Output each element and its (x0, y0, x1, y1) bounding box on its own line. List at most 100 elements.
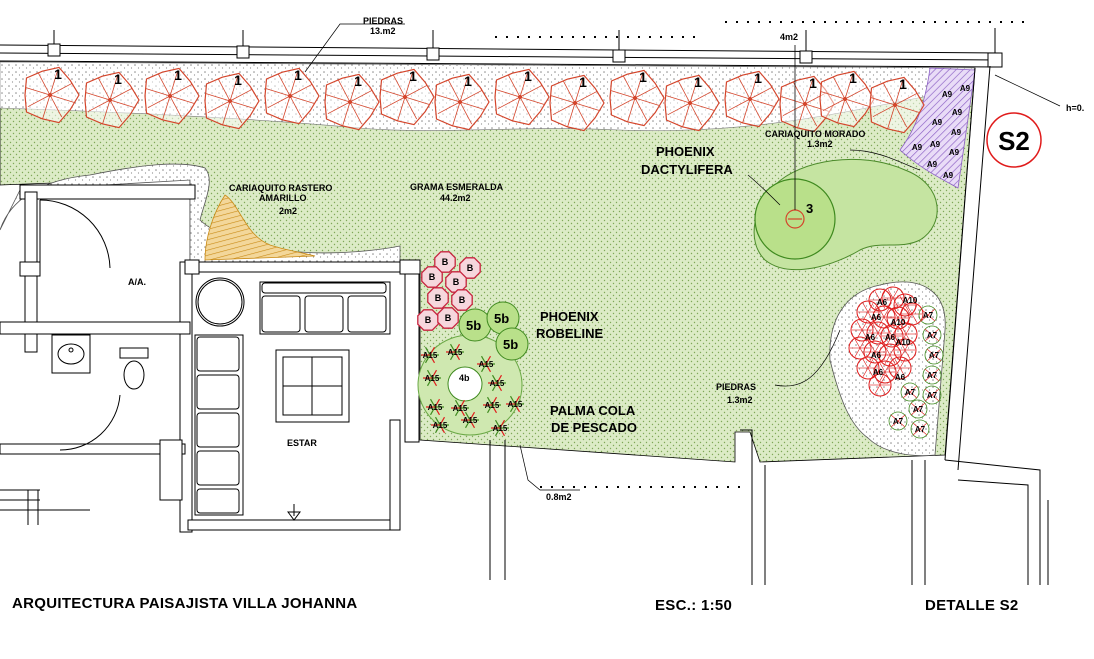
b-plant: B (417, 309, 439, 331)
a7-plant: A7 (900, 382, 920, 402)
tree-code: 1 (849, 70, 857, 86)
svg-text:DACTYLIFERA: DACTYLIFERA (641, 162, 733, 177)
a9-code: A9 (912, 143, 923, 152)
a15-code: A15 (479, 360, 494, 369)
a6-code: A6 (885, 333, 896, 342)
tree-symbol: 1 (549, 74, 605, 132)
tree-symbol: 1 (144, 67, 200, 125)
house-walls (0, 184, 421, 533)
a15-plant: A15 (488, 374, 506, 392)
a10-code: A10 (891, 318, 906, 327)
svg-text:4m2: 4m2 (780, 32, 798, 42)
a6-plant (881, 286, 905, 310)
tree-symbol: 1 (204, 72, 260, 130)
tree-code: 1 (234, 72, 242, 88)
svg-text:h=0.: h=0. (1066, 103, 1084, 113)
tree-code: 1 (524, 68, 532, 84)
a6-code: A6 (873, 368, 884, 377)
a9-code: A9 (952, 108, 963, 117)
a15-plant: A15 (477, 355, 495, 373)
a7-plant: A7 (908, 399, 928, 419)
b-plant: B (427, 287, 449, 309)
a7-plant: A7 (888, 411, 908, 431)
tree-symbol: 1 (264, 67, 320, 125)
b-plant: B (437, 307, 459, 329)
b-code: B (425, 315, 432, 325)
top-boundary-wall (0, 28, 1003, 68)
code-5b-b: 5b (494, 311, 509, 326)
cariaquito-rastero-bed (204, 194, 316, 261)
a15-code: A15 (453, 404, 468, 413)
a15-plant: A15 (426, 398, 444, 416)
a7-plant: A7 (918, 305, 938, 325)
b-code: B (429, 272, 436, 282)
b-code: B (442, 257, 449, 267)
a6-code: A6 (877, 298, 888, 307)
a9-code: A9 (943, 171, 954, 180)
a15-plant: A15 (491, 419, 509, 437)
tree-code: 1 (899, 76, 907, 92)
right-walls (489, 65, 1049, 585)
a7-plant: A7 (922, 325, 942, 345)
a15-plant: A15 (461, 411, 479, 429)
tree-code: 1 (809, 75, 817, 91)
tree-symbol: 1 (609, 69, 665, 127)
right-flower-cluster: A6A6A6A6A6A6A6A10A10A10A7A7A7A7A7A7A7A7A… (848, 286, 944, 439)
a10-code: A10 (903, 296, 918, 305)
b-plant: B (421, 266, 443, 288)
gravel-right-bed (829, 281, 946, 457)
leader-lines (304, 23, 1061, 491)
a15-code: A15 (433, 421, 448, 430)
tree-code: 1 (464, 73, 472, 89)
plan-labels: PIEDRAS 13.m2 4m2 h=0. CARIAQUITO MORADO… (128, 16, 1084, 502)
svg-text:ROBELINE: ROBELINE (536, 326, 604, 341)
svg-text:13.m2: 13.m2 (370, 26, 396, 36)
a9-code: A9 (927, 160, 938, 169)
tree-code: 1 (294, 67, 302, 83)
a15-code: A15 (485, 401, 500, 410)
a6-code: A6 (865, 333, 876, 342)
phoenix-dactylifera-palm: 3 (754, 45, 836, 260)
a15-code: A15 (448, 348, 463, 357)
a15-plant: A15 (423, 369, 441, 387)
a15-plant: A15 (483, 396, 501, 414)
a6-plant (856, 356, 880, 380)
estar-furniture (194, 277, 391, 521)
tree-symbol: 1 (24, 66, 80, 124)
svg-text:PIEDRAS: PIEDRAS (363, 16, 403, 26)
svg-text:44.2m2: 44.2m2 (440, 193, 471, 203)
tree-symbol: 1 (819, 70, 875, 128)
a6-code: A6 (871, 351, 882, 360)
svg-text:GRAMA ESMERALDA: GRAMA ESMERALDA (410, 182, 504, 192)
palm-code: 3 (806, 201, 813, 216)
a9-code: A9 (949, 148, 960, 157)
svg-text:ESTAR: ESTAR (287, 438, 317, 448)
svg-text:2m2: 2m2 (279, 206, 297, 216)
tree-symbol: 1 (869, 76, 925, 134)
svg-text:CARIAQUITO MORADO: CARIAQUITO MORADO (765, 129, 865, 139)
bathroom-fixtures (51, 334, 149, 390)
tree-code: 1 (579, 74, 587, 90)
tree-code: 1 (114, 71, 122, 87)
tree-symbol: 1 (664, 74, 720, 132)
svg-text:AMARILLO: AMARILLO (259, 193, 307, 203)
tree-symbol: 1 (434, 73, 490, 131)
svg-text:CARIAQUITO RASTERO: CARIAQUITO RASTERO (229, 183, 332, 193)
plan-scale: ESC.: 1:50 (655, 597, 733, 614)
a15-code: A15 (493, 424, 508, 433)
a7-plant: A7 (924, 345, 944, 365)
a9-code: A9 (942, 90, 953, 99)
a7-code: A7 (923, 311, 934, 320)
a7-code: A7 (893, 417, 904, 426)
tree-symbol: 1 (724, 70, 780, 128)
b-plant: B (451, 289, 473, 311)
a9-code: A9 (932, 118, 943, 127)
a15-code: A15 (425, 374, 440, 383)
a6-plant (868, 373, 892, 397)
a15-code: A15 (490, 379, 505, 388)
a15-plant: A15 (431, 416, 449, 434)
a6-plant (868, 288, 892, 312)
